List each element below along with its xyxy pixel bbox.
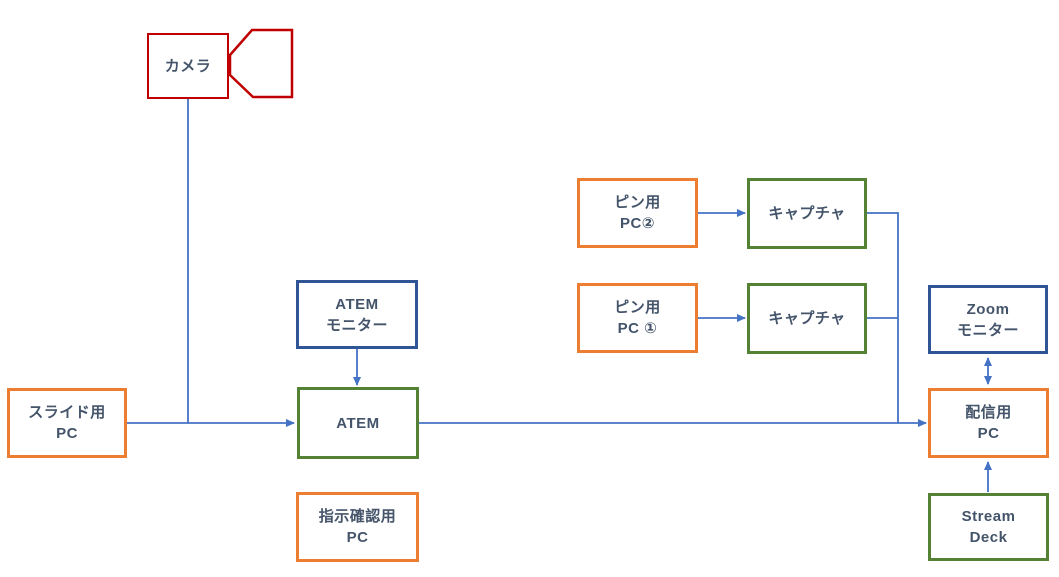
node-capture-1-label: キャプチャ (768, 310, 846, 327)
node-zoom-monitor-label: Zoom モニター (956, 300, 1019, 339)
node-pin-pc-2-label: ピン用 PC② (614, 194, 661, 232)
node-streaming-pc: 配信用 PC (928, 388, 1049, 458)
node-stream-deck: Stream Deck (928, 493, 1049, 561)
node-camera-label: カメラ (164, 57, 212, 75)
node-atem-monitor-label: ATEM モニター (325, 295, 388, 334)
node-pin-pc-2: ピン用 PC② (577, 178, 698, 248)
node-zoom-monitor: Zoom モニター (928, 285, 1048, 354)
node-capture-2-label: キャプチャ (768, 205, 846, 222)
node-atem-monitor: ATEM モニター (296, 280, 418, 349)
node-pin-pc-1-label: ピン用 PC ① (614, 299, 661, 337)
node-capture-2: キャプチャ (747, 178, 867, 249)
node-atem-label: ATEM (336, 414, 380, 432)
node-streaming-pc-label: 配信用 PC (965, 404, 1012, 442)
node-instruction-pc-label: 指示確認用 PC (318, 508, 397, 546)
node-capture-1: キャプチャ (747, 283, 867, 354)
node-atem: ATEM (297, 387, 419, 459)
node-slide-pc: スライド用 PC (7, 388, 127, 458)
node-stream-deck-label: Stream Deck (961, 508, 1016, 546)
node-pin-pc-1: ピン用 PC ① (577, 283, 698, 353)
edge-capture-2-to-streaming-pc (867, 212, 899, 423)
node-camera: カメラ (147, 33, 229, 99)
camera-lens-shape (228, 28, 294, 99)
node-instruction-pc: 指示確認用 PC (296, 492, 419, 562)
node-slide-pc-label: スライド用 PC (28, 404, 106, 442)
